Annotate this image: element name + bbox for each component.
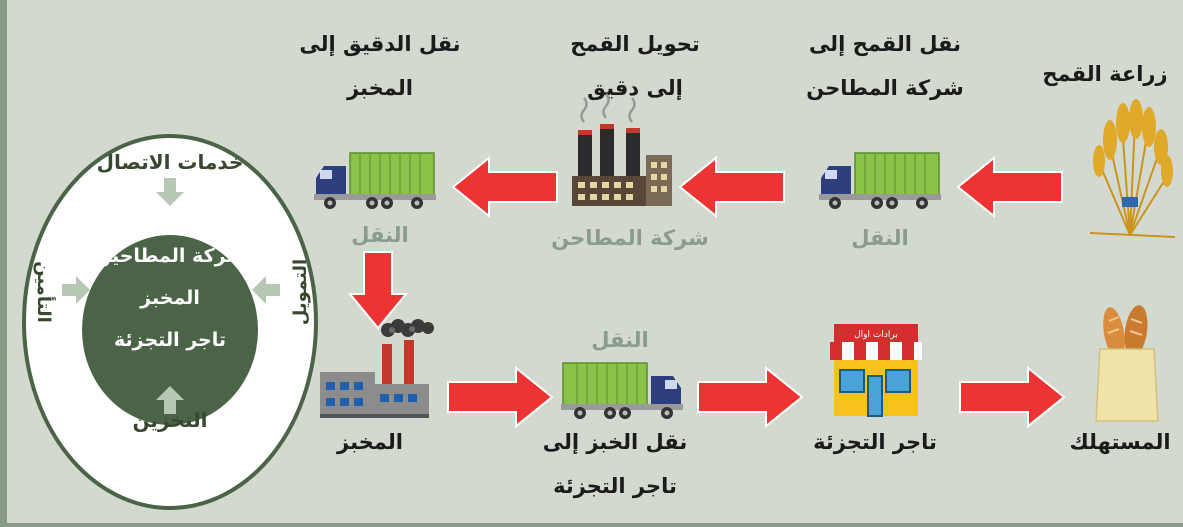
mill-factory-icon: [572, 93, 672, 206]
circle-item-farm: المزرعة: [133, 205, 207, 227]
truck-icon: [314, 152, 436, 209]
caption-transport-3: النقل: [591, 328, 649, 352]
stage-label-retailer: تاجر التجزئة: [813, 430, 937, 454]
caption-transport-2: النقل: [351, 223, 409, 247]
arrow-left-3: [451, 155, 558, 219]
truck-icon: [819, 152, 941, 209]
left-border: [0, 0, 7, 527]
circle-label-insurance: التأمين: [33, 261, 54, 323]
arrow-right-2: [697, 365, 804, 429]
wheat-sheaf-icon: [1089, 99, 1176, 238]
arrow-right-3: [959, 365, 1066, 429]
arrow-left-1: [956, 155, 1063, 219]
retail-store-icon: برادات اوال: [830, 324, 922, 417]
arrow-right-1: [447, 365, 554, 429]
support-services-circle: [22, 134, 318, 510]
circle-item-mills: شركة المطاحين: [94, 245, 246, 267]
arrow-left-2: [678, 155, 785, 219]
stage-label-farming: زراعة القمح: [1042, 62, 1168, 86]
circle-label-finance: التمويل: [290, 258, 311, 326]
stage-label-milling: تحويل القمح إلى دقيق: [570, 32, 700, 100]
stage-label-flour-transport: نقل الدقيق إلى المخبز: [299, 32, 461, 100]
circle-item-bakery: المخبز: [140, 287, 200, 309]
circle-label-storage: التخزين: [132, 408, 208, 432]
store-sign: برادات اوال: [854, 330, 898, 340]
circle-label-communications: خدمات الاتصال: [96, 150, 244, 174]
stage-label-wheat-transport: نقل القمح إلى شركة المطاحن: [806, 32, 964, 100]
bread-bag-icon: [1095, 305, 1159, 422]
truck-icon: [561, 362, 683, 419]
bakery-factory-icon: [320, 319, 434, 418]
circle-item-retailer: تاجر التجزئة: [114, 329, 226, 351]
caption-mills: شركة المطاحن: [551, 226, 709, 250]
stage-label-bakery: المخبز: [337, 430, 403, 454]
stage-label-consumer: المستهلك: [1069, 430, 1171, 454]
stage-label-bread-transport: نقل الخبز إلى تاجر التجزئة: [542, 430, 688, 498]
bottom-border: [0, 523, 1183, 527]
arrow-down: [347, 251, 409, 330]
caption-transport-1: النقل: [851, 226, 909, 250]
